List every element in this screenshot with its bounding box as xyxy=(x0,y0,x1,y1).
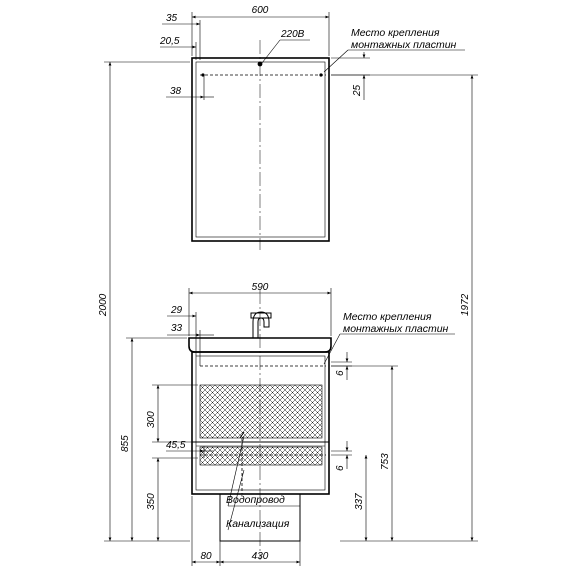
mount-mid-line1: Место крепления xyxy=(343,311,432,323)
dim-6-upper-text: 6 xyxy=(335,370,346,376)
dim-29: 29 xyxy=(167,305,197,356)
dim-350: 350 xyxy=(146,457,198,541)
voltage-text: 220В xyxy=(280,29,305,40)
dim-590: 590 xyxy=(188,282,332,336)
dim-29-text: 29 xyxy=(170,305,183,316)
dim-25: 25 xyxy=(331,52,370,100)
mirror-cabinet xyxy=(191,40,330,250)
dim-753: 753 xyxy=(331,365,398,541)
dim-350-text: 350 xyxy=(146,493,157,510)
dim-1972-text: 1972 xyxy=(460,293,471,316)
dim-35-text: 35 xyxy=(166,13,178,24)
dim-2000: 2000 xyxy=(98,61,190,542)
mount-callout-top: Место крепления монтажных пластин xyxy=(323,27,465,73)
dim-753-text: 753 xyxy=(380,453,391,470)
dim-45-5: 45,5 xyxy=(166,440,214,458)
mount-hole-left xyxy=(201,73,205,77)
dim-35: 35 xyxy=(162,13,201,60)
dim-300-text: 300 xyxy=(146,411,157,428)
mirror-cabinet-outline xyxy=(191,57,330,242)
water-pipe-mark xyxy=(239,431,245,439)
vanity-cabinet-inner xyxy=(195,355,326,491)
sewer-label: Канализация xyxy=(226,518,290,530)
dim-855: 855 xyxy=(120,337,187,541)
mount-top-line1: Место крепления xyxy=(351,27,440,39)
voltage-callout: 220В xyxy=(261,29,310,64)
mirror-cabinet-inner xyxy=(195,61,326,238)
mount-top-line2: монтажных пластин xyxy=(351,39,457,51)
dim-337-text: 337 xyxy=(354,493,365,510)
pipes-callout: Водопровод Канализация xyxy=(226,435,300,531)
dim-33: 33 xyxy=(167,323,214,366)
mount-callout-mid: Место крепления монтажных пластин xyxy=(323,311,455,365)
dim-25-text: 25 xyxy=(352,84,363,97)
dim-300: 300 xyxy=(146,384,198,443)
dim-590-text: 590 xyxy=(252,282,269,293)
dim-20-5: 20,5 xyxy=(159,36,197,60)
dim-337: 337 xyxy=(354,455,368,541)
dim-6-lower: 6 xyxy=(331,441,352,471)
dim-33-text: 33 xyxy=(171,323,183,334)
dim-45-5-text: 45,5 xyxy=(166,440,186,451)
dim-855-text: 855 xyxy=(120,435,131,452)
vanity-unit xyxy=(188,290,332,560)
dim-38-text: 38 xyxy=(170,86,182,97)
dim-6-lower-text: 6 xyxy=(335,465,346,471)
dim-1972: 1972 xyxy=(331,74,478,542)
mount-mid-line2: монтажных пластин xyxy=(343,323,449,335)
dim-2000-text: 2000 xyxy=(98,293,109,317)
faucet-icon xyxy=(252,311,270,339)
mount-hole-right xyxy=(319,73,323,77)
dim-600-text: 600 xyxy=(252,5,269,16)
dim-top-width: 600 xyxy=(191,5,330,56)
dim-430-text: 430 xyxy=(252,551,269,562)
faucet-lever xyxy=(250,312,272,319)
dim-80-text: 80 xyxy=(200,551,212,562)
water-label: Водопровод xyxy=(226,494,285,506)
lower-hatch xyxy=(199,446,323,466)
dim-80-430: 80 430 xyxy=(191,496,301,566)
dim-38: 38 xyxy=(166,76,214,100)
dim-20-5-text: 20,5 xyxy=(159,36,180,47)
back-panel-hatch xyxy=(199,384,323,439)
